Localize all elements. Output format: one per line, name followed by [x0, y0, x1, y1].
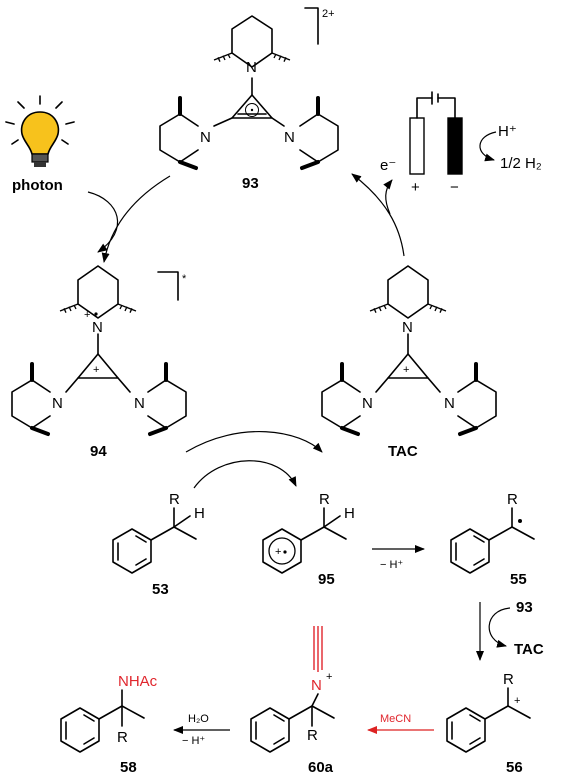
catalyst-tac: + N N N TAC: [321, 265, 497, 460]
atom-r: R: [169, 491, 180, 508]
compound-label: 53: [152, 581, 169, 598]
compound-label: 55: [510, 571, 527, 588]
proton-label: H⁺: [498, 123, 517, 140]
reagent-label: − H⁺: [182, 735, 205, 747]
reagent-label: 93: [516, 599, 533, 616]
reagent-label: − H⁺: [380, 559, 403, 571]
compound-label: 94: [90, 443, 107, 460]
charge-label: *: [182, 273, 187, 285]
compound-55: R 55: [450, 491, 535, 588]
catalyst-93: N N N 2+ 93: [159, 7, 339, 192]
compound-label: TAC: [388, 443, 418, 460]
compound-60a: N + R 60a: [250, 626, 335, 776]
atom-r: R: [507, 491, 518, 508]
atom-n: N: [134, 395, 145, 412]
atom-n: N: [246, 59, 257, 76]
atom-r: R: [503, 671, 514, 688]
compound-label: 93: [242, 175, 259, 192]
compound-56: + R 56: [446, 671, 531, 776]
reagent-label: MeCN: [380, 713, 411, 725]
atom-n: N: [444, 395, 455, 412]
charge-plus: +: [514, 695, 520, 707]
reagent-label: H₂O: [188, 713, 209, 725]
compound-label: 95: [318, 571, 335, 588]
compound-label: 56: [506, 759, 523, 776]
atom-n: N: [402, 319, 413, 336]
compound-label: 60a: [308, 759, 334, 776]
charge-plus: +: [93, 364, 99, 376]
atom-r: R: [117, 729, 128, 746]
charge-label: 2+: [322, 8, 335, 20]
nhac-group: NHAc: [118, 673, 158, 690]
hydrogen-label: 1/2 H₂: [500, 155, 542, 172]
charge-plus: +: [326, 671, 332, 683]
svg-text:+: +: [275, 546, 281, 558]
reagent-label: TAC: [514, 641, 544, 658]
atom-h: H: [344, 505, 355, 522]
compound-95: + R H 95: [262, 491, 355, 588]
lightbulb-icon: photon: [5, 95, 75, 194]
compound-label: 58: [120, 759, 137, 776]
atom-n: N: [284, 129, 295, 146]
compound-53: R H 53: [112, 491, 205, 598]
catalyst-94: + N + N N * 94: [11, 265, 187, 460]
electron-label: e⁻: [380, 157, 396, 174]
atom-n: N: [311, 677, 322, 694]
charge-plus: +: [403, 364, 409, 376]
atom-n: N: [362, 395, 373, 412]
atom-r: R: [307, 727, 318, 744]
atom-r: R: [319, 491, 330, 508]
anode-sign: +: [411, 179, 420, 196]
photon-label: photon: [12, 177, 63, 194]
atom-n: N: [92, 319, 103, 336]
charge-plus: +: [84, 309, 90, 321]
electrolysis-cell-icon: + − H⁺ 1/2 H₂: [409, 91, 542, 196]
atom-h: H: [194, 505, 205, 522]
compound-58: NHAc R 58: [60, 673, 158, 776]
atom-n: N: [200, 129, 211, 146]
cathode-sign: −: [450, 179, 459, 196]
atom-n: N: [52, 395, 63, 412]
